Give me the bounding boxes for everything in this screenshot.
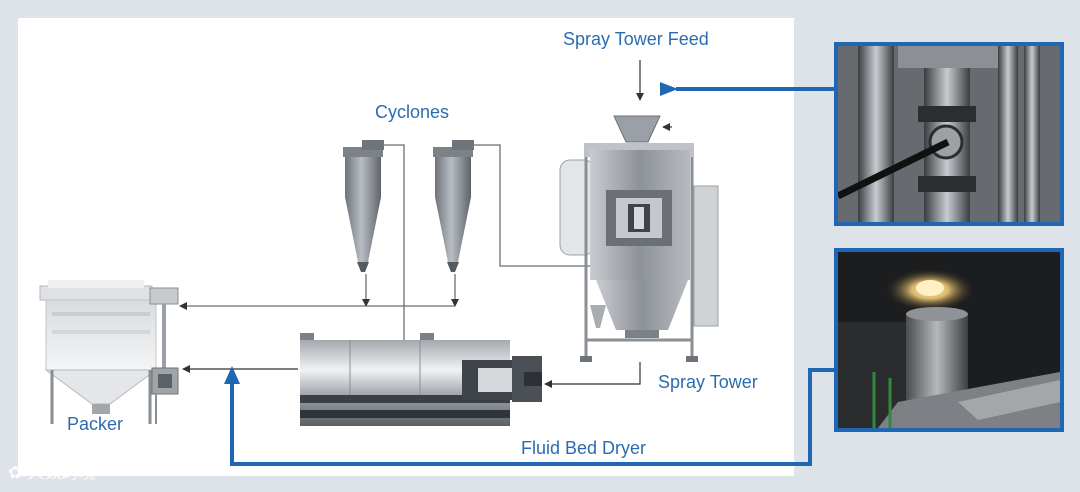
label-spray-tower: Spray Tower <box>658 372 758 392</box>
fluid-bed-dryer <box>300 333 542 426</box>
label-fluid-bed-dryer: Fluid Bed Dryer <box>521 438 647 458</box>
cyclone-left <box>343 140 384 272</box>
photo-spray-tower-feed <box>834 42 1064 226</box>
watermark: ✿ 大数跨境 <box>8 458 96 483</box>
tower-to-dryer-line <box>544 362 641 388</box>
photo-bottom-connector <box>230 368 836 466</box>
label-cyclones: Cyclones <box>375 102 450 122</box>
photo-spray-tower-interior <box>834 248 1064 432</box>
photo-bottom-arrowhead <box>224 366 240 384</box>
packer <box>39 280 179 424</box>
cyclone-right <box>433 140 474 272</box>
label-spray-tower-feed: Spray Tower Feed <box>563 29 709 49</box>
watermark-text: 大数跨境 <box>27 463 96 483</box>
cyclone-piping <box>179 144 590 340</box>
label-packer: Packer <box>67 414 124 434</box>
paw-icon: ✿ <box>8 463 23 483</box>
spray-tower <box>559 115 719 362</box>
